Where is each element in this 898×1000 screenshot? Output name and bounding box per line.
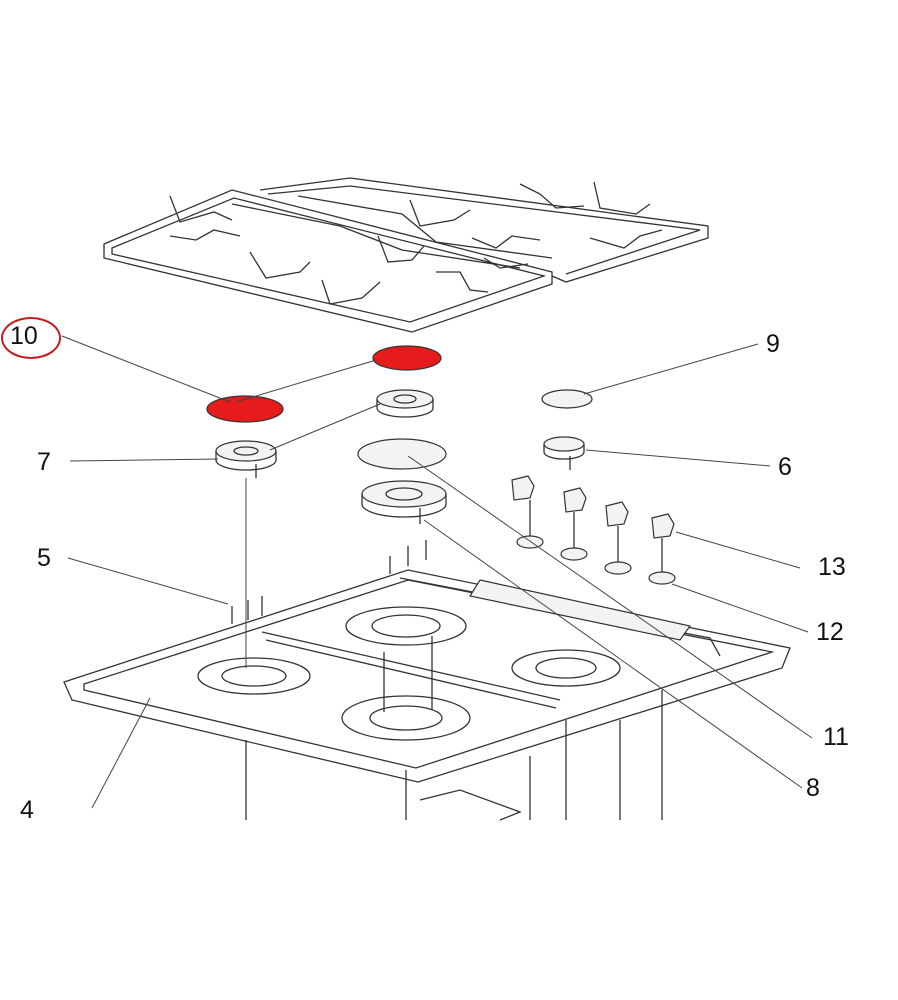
bezel-2 — [560, 547, 588, 561]
part-label-12: 12 — [816, 618, 844, 646]
burner-head-left — [215, 440, 277, 478]
bezel-3 — [604, 561, 632, 575]
part-label-8: 8 — [806, 774, 820, 802]
part-label-11: 11 — [823, 723, 849, 751]
control-knobs — [511, 475, 676, 585]
burner-head-centre-small — [376, 389, 434, 418]
bezel-4 — [648, 571, 676, 585]
burner-caps — [206, 345, 593, 470]
pan-support-grids — [103, 177, 709, 333]
hob-top-plate — [63, 569, 791, 821]
burner-heads — [215, 389, 585, 524]
knob-3 — [605, 501, 629, 527]
part-label-5: 5 — [37, 544, 51, 572]
knob-1 — [511, 475, 535, 501]
part-label-13: 13 — [818, 553, 846, 581]
knob-2 — [563, 487, 587, 513]
burner-cap-red-centre — [372, 345, 442, 371]
burner-head-right — [543, 436, 585, 470]
highlight-ring — [1, 317, 61, 359]
part-label-10: 10 — [10, 322, 38, 350]
burner-cap-red-left — [206, 395, 284, 423]
part-label-7: 7 — [37, 448, 51, 476]
burner-head-large — [361, 480, 447, 524]
part-label-4: 4 — [20, 796, 34, 824]
knob-4 — [651, 513, 675, 539]
leader-lines — [61, 335, 813, 809]
bezel-1 — [516, 535, 544, 549]
part-label-6: 6 — [778, 453, 792, 481]
burner-cap-small-right — [541, 389, 593, 409]
part-label-9: 9 — [766, 330, 780, 358]
burner-cap-large — [357, 438, 447, 470]
